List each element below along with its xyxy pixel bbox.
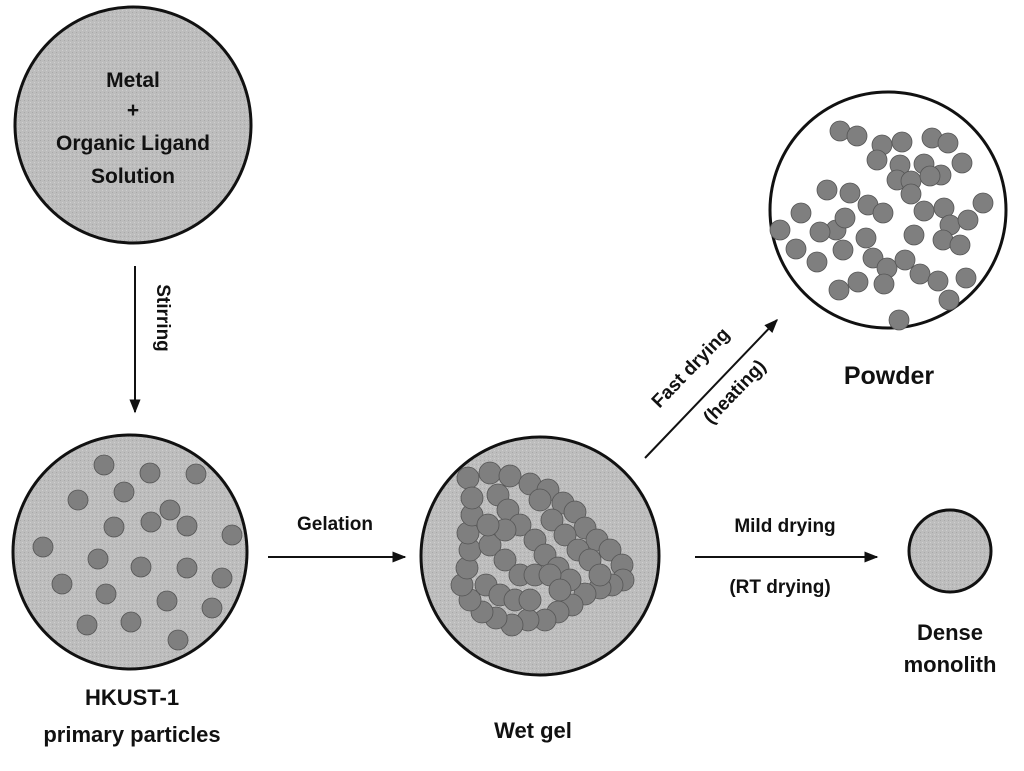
powder-particle: [840, 183, 860, 203]
gel-particle: [519, 589, 541, 611]
powder-particle: [928, 271, 948, 291]
powder-particle: [807, 252, 827, 272]
solution-line-4: Solution: [91, 165, 175, 188]
primary-particle: [157, 591, 177, 611]
powder-particle: [901, 184, 921, 204]
primary-particle: [121, 612, 141, 632]
powder-particle: [973, 193, 993, 213]
monolith-label-line-2: monolith: [904, 652, 997, 677]
powder-particle: [847, 126, 867, 146]
solution-line-1: Metal: [106, 69, 160, 92]
powder-particle: [950, 235, 970, 255]
solution-node: Metal + Organic Ligand Solution: [15, 7, 251, 243]
wet-gel-label: Wet gel: [494, 718, 572, 743]
mild-drying-arrow: Mild drying (RT drying): [695, 516, 877, 598]
primary-particle: [52, 574, 72, 594]
primary-label-line-2: primary particles: [43, 722, 220, 747]
gel-particle: [479, 462, 501, 484]
solution-line-3: Organic Ligand: [56, 132, 210, 155]
powder-particle: [938, 133, 958, 153]
gel-particle: [589, 564, 611, 586]
gel-particle: [461, 487, 483, 509]
powder-particle: [904, 225, 924, 245]
heating-label: (heating): [700, 356, 771, 428]
stirring-arrow: Stirring: [135, 266, 173, 412]
powder-particle: [848, 272, 868, 292]
primary-particle: [222, 525, 242, 545]
primary-particle: [114, 482, 134, 502]
primary-particle: [131, 557, 151, 577]
powder-particle: [786, 239, 806, 259]
primary-particle: [160, 500, 180, 520]
primary-particle: [68, 490, 88, 510]
mild-drying-label: Mild drying: [734, 516, 835, 537]
primary-label-line-1: HKUST-1: [85, 685, 179, 710]
primary-particle: [96, 584, 116, 604]
primary-particle: [140, 463, 160, 483]
primary-particle: [212, 568, 232, 588]
powder-particle: [791, 203, 811, 223]
powder-particle: [867, 150, 887, 170]
wet-gel-node: Wet gel: [421, 437, 659, 743]
gel-particle: [549, 579, 571, 601]
powder-particle: [873, 203, 893, 223]
primary-particle: [77, 615, 97, 635]
primary-particles-node: HKUST-1 primary particles: [13, 435, 247, 747]
stirring-label: Stirring: [152, 284, 173, 352]
powder-particle: [895, 250, 915, 270]
primary-particle: [186, 464, 206, 484]
powder-particle: [956, 268, 976, 288]
gel-particle: [529, 489, 551, 511]
powder-particle: [856, 228, 876, 248]
gelation-arrow: Gelation: [268, 514, 405, 557]
primary-particle: [104, 517, 124, 537]
powder-particle: [952, 153, 972, 173]
monolith-label-line-1: Dense: [917, 620, 983, 645]
rt-drying-label: (RT drying): [729, 577, 830, 598]
powder-label: Powder: [844, 362, 935, 390]
primary-particle: [177, 558, 197, 578]
gel-particle: [477, 514, 499, 536]
powder-particle: [835, 208, 855, 228]
primary-particle: [94, 455, 114, 475]
primary-particle: [202, 598, 222, 618]
gel-particle: [499, 465, 521, 487]
primary-particle: [168, 630, 188, 650]
powder-particle: [817, 180, 837, 200]
powder-particle: [958, 210, 978, 230]
monolith-node: Dense monolith: [904, 510, 997, 677]
gelation-label: Gelation: [297, 514, 373, 535]
primary-particle: [33, 537, 53, 557]
powder-particle: [829, 280, 849, 300]
powder-particle: [874, 274, 894, 294]
primary-particle: [177, 516, 197, 536]
gel-particle: [457, 467, 479, 489]
primary-particle: [88, 549, 108, 569]
powder-particle: [770, 220, 790, 240]
powder-node: Powder: [770, 92, 1006, 390]
fast-drying-arrow: Fast drying (heating): [645, 320, 777, 458]
primary-particle: [141, 512, 161, 532]
powder-particle: [914, 201, 934, 221]
powder-particle: [810, 222, 830, 242]
powder-particle: [910, 264, 930, 284]
powder-particle: [939, 290, 959, 310]
powder-particle: [920, 166, 940, 186]
powder-particle: [892, 132, 912, 152]
solution-circle: [15, 7, 251, 243]
powder-particle: [833, 240, 853, 260]
powder-particle: [889, 310, 909, 330]
solution-line-2: +: [127, 99, 139, 122]
monolith-circle: [909, 510, 991, 592]
